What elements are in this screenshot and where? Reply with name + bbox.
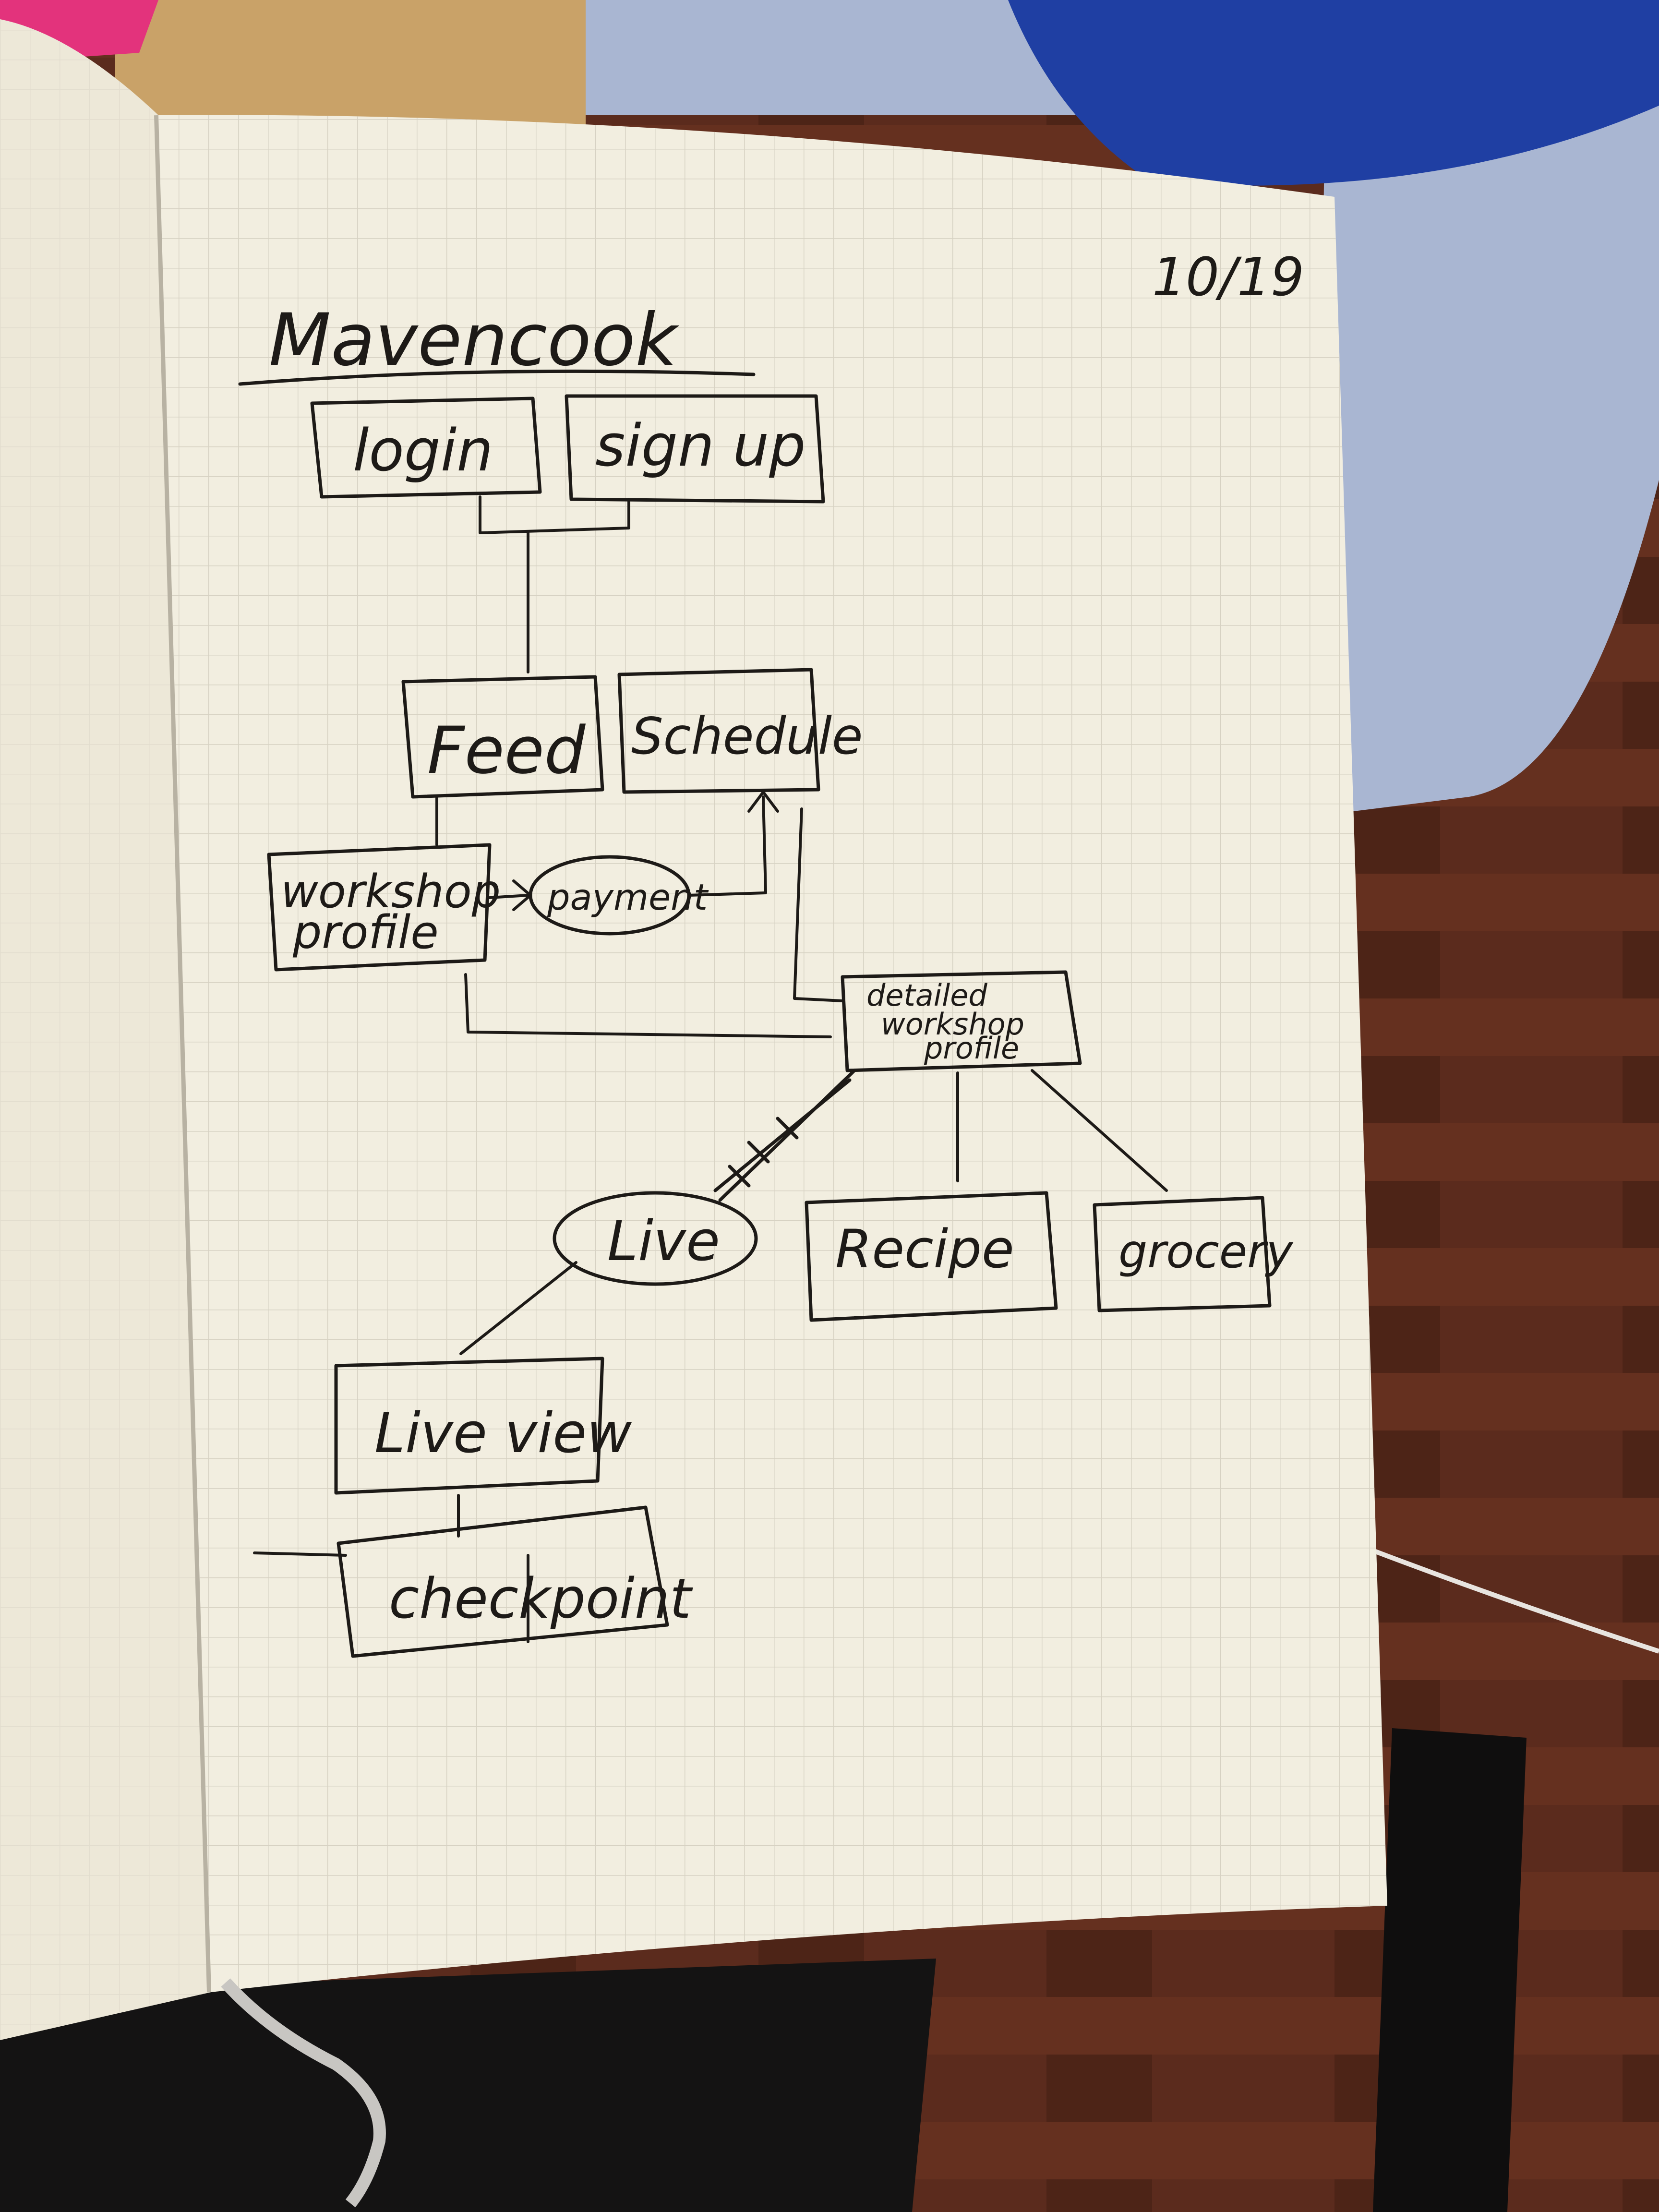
liveview-box: Live view	[334, 1357, 632, 1495]
live-to-liveview-line	[459, 1261, 577, 1355]
detailed-workshop-profile-box: detailed workshop profile	[841, 970, 1082, 1072]
page-title: Mavencook	[269, 299, 679, 382]
checkpoint-box: checkpoint	[253, 1505, 693, 1658]
login-label: login	[353, 418, 493, 484]
detailed-line-3: profile	[924, 1031, 1019, 1066]
bookmark-ribbon	[221, 1978, 386, 2208]
live-label: Live	[607, 1209, 720, 1274]
detailed-line-2: workshop	[881, 1007, 1024, 1042]
grocery-label: grocery	[1118, 1226, 1294, 1278]
schedule-box: Schedule	[617, 668, 863, 794]
merge-connector	[479, 495, 630, 673]
live-node: Live	[553, 1191, 758, 1286]
white-cable	[1372, 1548, 1659, 1654]
workshop-profile-box: workshop profile	[267, 843, 501, 972]
feed-label: Feed	[427, 713, 586, 788]
detailed-to-grocery-line	[1031, 1069, 1168, 1192]
workshop-to-detailed-line	[464, 973, 832, 1038]
feed-box: Feed	[401, 675, 604, 799]
bag-strap	[1373, 1728, 1527, 2212]
checkpoint-label: checkpoint	[389, 1567, 693, 1631]
detailed-to-live-line	[713, 1069, 856, 1202]
recipe-box: Recipe	[805, 1191, 1058, 1322]
chair-cushion	[576, 0, 1659, 816]
detailed-line-1: detailed	[866, 978, 987, 1013]
payment-label: payment	[547, 876, 709, 918]
login-box: login	[310, 397, 542, 499]
recipe-label: Recipe	[835, 1218, 1014, 1280]
date-label: 10/19	[1152, 246, 1304, 308]
workshop-to-payment-arrow	[488, 879, 532, 911]
workshop-profile-line-2: profile	[292, 906, 439, 959]
liveview-label: Live view	[374, 1401, 632, 1466]
grocery-box: grocery	[1093, 1196, 1294, 1312]
schedule-to-detailed-line	[793, 807, 844, 1002]
signup-label: sign up	[595, 413, 805, 480]
schedule-label: Schedule	[631, 707, 863, 766]
wood-table-edge	[115, 0, 586, 125]
workshop-profile-line-1: workshop	[281, 866, 501, 918]
dark-cloth	[0, 1959, 936, 2212]
payment-to-schedule-arrow	[687, 791, 779, 897]
blue-jacket	[1008, 0, 1659, 186]
title-underline	[238, 369, 756, 386]
signup-box: sign up	[565, 394, 825, 504]
